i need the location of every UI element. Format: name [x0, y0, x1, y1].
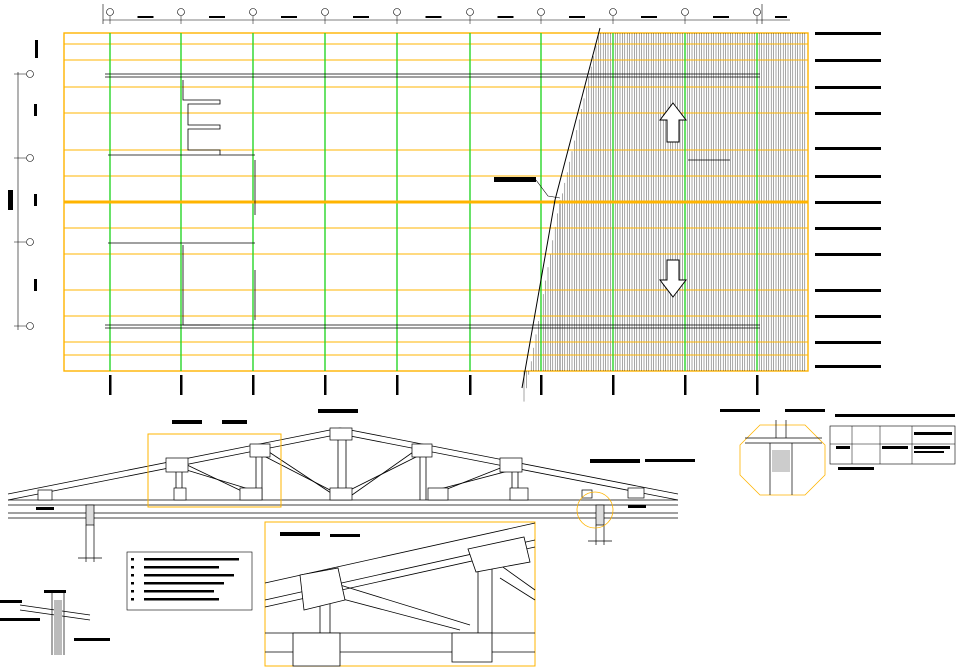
note-line	[144, 574, 234, 577]
legend-bar	[815, 315, 881, 318]
grid-bubble	[466, 8, 474, 16]
note-line	[144, 566, 219, 569]
connection-detail	[720, 409, 826, 496]
legend-bar	[815, 201, 881, 204]
gusset-plate	[249, 443, 271, 458]
roof-plan	[8, 4, 881, 402]
grid-bubble	[26, 70, 34, 78]
right-legend-bars	[815, 32, 881, 368]
top-dimension-line	[102, 4, 790, 24]
gusset-plate	[165, 457, 189, 473]
legend-bar	[815, 147, 881, 150]
detail-callout-b	[576, 491, 614, 529]
gusset-plate	[411, 443, 433, 458]
enlarged-truss-detail	[264, 521, 536, 667]
gusset-plate	[627, 487, 645, 499]
grid-bubble	[26, 322, 34, 330]
schedule-table	[829, 414, 956, 470]
grid-bubble	[249, 8, 257, 16]
legend-bar	[815, 227, 881, 230]
legend-bar	[815, 365, 881, 368]
note-line	[144, 582, 224, 585]
leader-label	[494, 177, 561, 199]
grid-bubble	[26, 154, 34, 162]
grid-tick	[612, 375, 615, 395]
legend-bar	[815, 253, 881, 256]
eave-section-detail	[0, 590, 110, 655]
detail-callout-a	[147, 433, 282, 508]
gusset-plate	[37, 489, 53, 501]
grid-bubble	[537, 8, 545, 16]
gusset-plate	[329, 427, 353, 441]
grid-bubble	[681, 8, 689, 16]
grid-bubble	[609, 8, 617, 16]
grid-bubble	[26, 238, 34, 246]
note-line	[144, 598, 219, 601]
purlins	[64, 43, 808, 356]
grid-tick	[684, 375, 687, 395]
legend-bar	[815, 289, 881, 292]
bottom-grid-ticks	[109, 375, 759, 395]
grid-tick	[756, 375, 759, 395]
grid-bubble	[753, 8, 761, 16]
grid-tick	[540, 375, 543, 395]
tie-beams	[105, 73, 760, 329]
note-line	[144, 590, 214, 593]
grid-tick	[396, 375, 399, 395]
grid-tick	[252, 375, 255, 395]
legend-bar	[815, 59, 881, 62]
grid-bubble	[106, 8, 114, 16]
slope-arrow-up-icon	[658, 102, 688, 143]
grid-bubble	[321, 8, 329, 16]
left-dimension-line	[8, 40, 38, 330]
gusset-plate	[499, 457, 523, 473]
grid-bubble	[393, 8, 401, 16]
truss-elevation	[7, 409, 695, 562]
grid-tick	[324, 375, 327, 395]
slope-arrow-down-icon	[658, 259, 688, 298]
note-line	[144, 558, 239, 561]
break-line	[521, 27, 601, 389]
gusset-plate	[509, 487, 529, 501]
grid-tick	[469, 375, 472, 395]
legend-bar	[815, 32, 881, 35]
gusset-plate	[239, 487, 263, 501]
notes-box	[126, 551, 253, 611]
grid-tick	[109, 375, 112, 395]
roof-sheeting-hatch	[523, 33, 805, 402]
grid-bubble	[177, 8, 185, 16]
legend-bar	[815, 175, 881, 178]
grid-tick	[180, 375, 183, 395]
legend-bar	[815, 341, 881, 344]
gusset-plate	[427, 487, 449, 501]
legend-bar	[815, 112, 881, 115]
legend-bar	[815, 86, 881, 89]
gusset-plate	[329, 487, 353, 501]
gusset-plate	[173, 487, 187, 501]
